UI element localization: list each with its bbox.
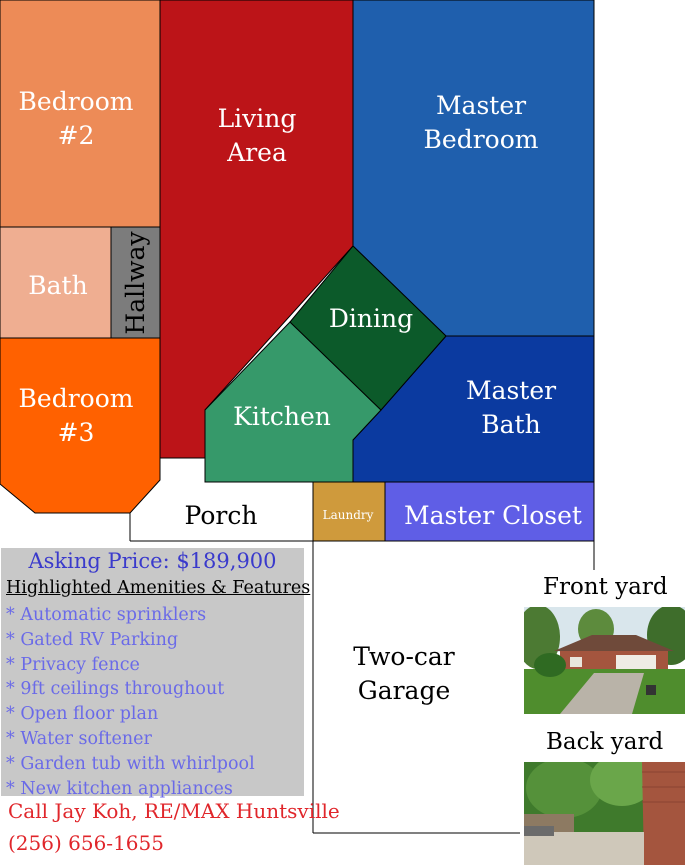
svg-text:Area: Area (226, 138, 287, 167)
room-hallway: Hallway (110, 226, 161, 339)
room-bedroom-3-line1: Bedroom (19, 384, 134, 413)
room-laundry-label: Laundry (323, 508, 374, 522)
feature-item: * Automatic sprinklers (6, 605, 207, 625)
amenities-panel: Asking Price: $189,900 Highlighted Ameni… (1, 548, 310, 799)
feature-item: * Water softener (6, 728, 152, 749)
svg-text:Bedroom: Bedroom (19, 384, 134, 413)
back-yard-photo (524, 762, 685, 865)
svg-text:Living: Living (218, 104, 297, 133)
feature-item: * Open floor plan (6, 704, 159, 725)
contact-phone: (256) 656-1655 (8, 831, 164, 855)
room-bedroom-3: Bedroom #3 (0, 337, 161, 514)
feature-item: * Privacy fence (6, 654, 140, 675)
features-list: * Automatic sprinklers * Gated RV Parkin… (6, 603, 255, 801)
room-bath-label: Bath (28, 271, 87, 300)
svg-text:Two-car: Two-car (353, 642, 455, 671)
room-master-bedroom-line1: Master (436, 91, 526, 120)
room-bedroom-2-line1: Bedroom (19, 87, 134, 116)
front-yard-photo (524, 607, 685, 714)
room-hallway-label: Hallway (121, 231, 150, 335)
feature-item: * Garden tub with whirlpool (6, 753, 255, 774)
room-master-bedroom-line2: Bedroom (424, 125, 539, 154)
room-laundry-area (312, 481, 386, 542)
asking-price: Asking Price: $189,900 (28, 549, 277, 573)
room-bedroom-2-line2: #2 (58, 121, 95, 150)
room-master-closet-area (384, 481, 595, 542)
svg-text:Master: Master (436, 91, 526, 120)
room-master-bedroom: Master Bedroom (352, 0, 595, 337)
room-dining-area (289, 245, 447, 411)
feature-item: * Gated RV Parking (6, 629, 179, 650)
svg-text:Master: Master (466, 376, 556, 405)
room-garage-line2: Garage (358, 676, 451, 705)
amenities-title: Highlighted Amenities & Features (6, 578, 311, 598)
room-garage-line1: Two-car (353, 642, 455, 671)
feature-item: * 9ft ceilings throughout (6, 679, 225, 700)
feature-item: * New kitchen appliances (6, 778, 233, 799)
room-dining-label: Dining (329, 304, 413, 333)
svg-text:#2: #2 (58, 121, 95, 150)
room-laundry: Laundry (312, 481, 386, 542)
room-porch-label: Porch (185, 501, 258, 530)
room-living-area-line2: Area (226, 138, 287, 167)
contact-line: Call Jay Koh, RE/MAX Huntsville (8, 799, 340, 823)
room-bath-area (0, 226, 112, 339)
room-bedroom-3-area (0, 337, 161, 514)
room-dining: Dining (289, 245, 447, 411)
room-bedroom-2-area (0, 0, 161, 228)
room-bedroom-3-line2: #3 (58, 418, 95, 447)
room-kitchen-label: Kitchen (233, 402, 331, 431)
room-master-bath-line2: Bath (481, 410, 540, 439)
room-master-closet: Master Closet (384, 481, 595, 542)
svg-text:Bath: Bath (481, 410, 540, 439)
room-hallway-area (110, 226, 161, 339)
room-garage: Two-car Garage (353, 642, 455, 705)
svg-text:#3: #3 (58, 418, 95, 447)
room-master-bath-line1: Master (466, 376, 556, 405)
front-yard-label: Front yard (543, 574, 668, 600)
svg-text:Bedroom: Bedroom (19, 87, 134, 116)
room-living-area-line1: Living (218, 104, 297, 133)
room-master-closet-label: Master Closet (404, 501, 582, 530)
room-master-bath: Master Bath (352, 335, 595, 483)
room-bedroom-2: Bedroom #2 (0, 0, 161, 228)
svg-text:Bedroom: Bedroom (424, 125, 539, 154)
room-bath: Bath (0, 226, 112, 339)
svg-text:Garage: Garage (358, 676, 451, 705)
room-porch: Porch (185, 501, 258, 530)
back-yard-label: Back yard (546, 729, 664, 755)
